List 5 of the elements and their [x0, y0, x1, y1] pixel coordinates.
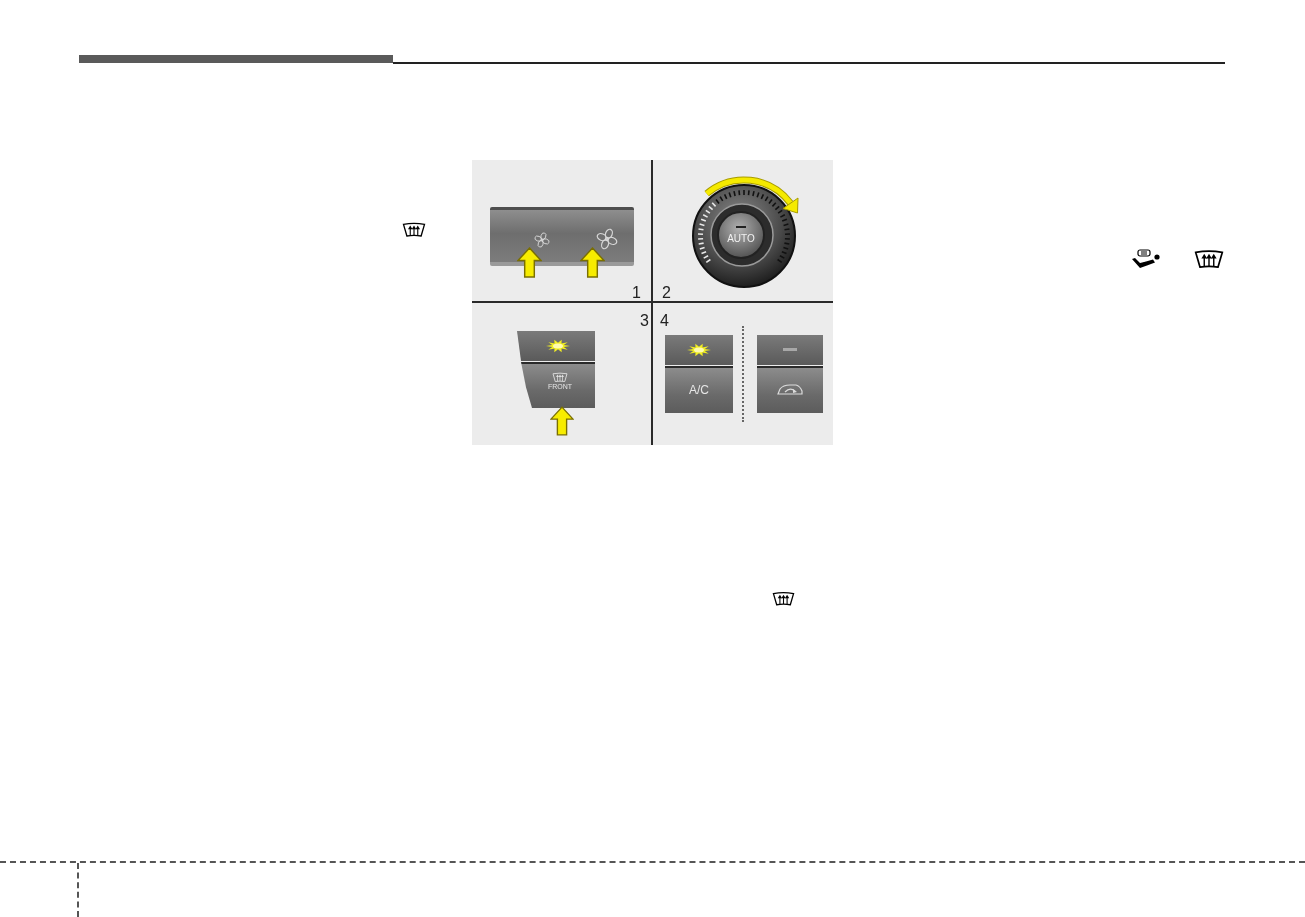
panel-number: 3	[640, 312, 649, 329]
panel-number: 4	[660, 312, 669, 329]
panel-number: 2	[662, 284, 671, 301]
panel-number: 1	[632, 284, 641, 301]
ac-button: A/C	[665, 366, 733, 413]
